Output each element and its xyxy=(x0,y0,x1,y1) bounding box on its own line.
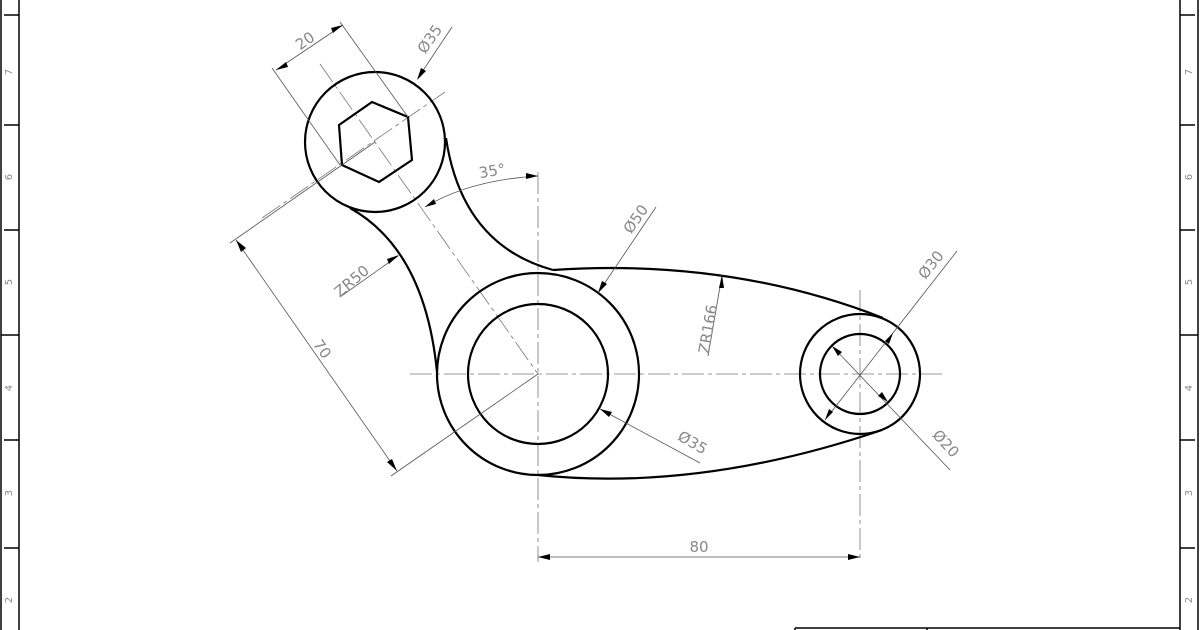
dim-70: 70 xyxy=(309,336,335,362)
zone-label: 3 xyxy=(4,490,15,496)
dim-80: 80 xyxy=(689,538,708,556)
dim-link-radius: ZR50 xyxy=(331,261,373,300)
zone-label: 6 xyxy=(4,174,15,180)
dim-arm-radius: ZR166 xyxy=(695,303,721,355)
dim-20: 20 xyxy=(292,28,318,54)
link-right-edge xyxy=(444,137,554,272)
zone-label: 4 xyxy=(1184,385,1195,391)
arm-bottom-edge xyxy=(537,428,883,480)
zone-label: 5 xyxy=(1184,279,1195,285)
top-boss-outer xyxy=(303,70,447,214)
right-boss-outer xyxy=(798,312,922,436)
dim-angle-35: 35° xyxy=(477,160,506,182)
zone-label: 7 xyxy=(4,69,15,75)
zone-labels-right: 7 6 5 4 3 2 xyxy=(1184,69,1195,603)
zone-label: 2 xyxy=(1184,597,1195,603)
zone-label: 4 xyxy=(4,385,15,391)
centerlines xyxy=(261,63,945,562)
part-outline xyxy=(303,70,922,480)
zone-label: 5 xyxy=(4,279,15,285)
hexagon-socket xyxy=(337,100,414,184)
zone-label: 3 xyxy=(1184,490,1195,496)
arm-top-edge xyxy=(552,266,884,320)
zone-label: 7 xyxy=(1184,69,1195,75)
zone-label: 6 xyxy=(1184,174,1195,180)
link-left-edge xyxy=(349,207,439,373)
main-bore xyxy=(466,302,610,446)
dim-right-bore-diameter: Ø20 xyxy=(929,426,963,461)
dim-right-boss-diameter: Ø30 xyxy=(914,247,947,282)
dim-main-boss-diameter: Ø50 xyxy=(620,201,652,237)
zone-label: 2 xyxy=(4,597,15,603)
right-bore xyxy=(818,332,902,416)
dim-main-bore-diameter: Ø35 xyxy=(675,427,711,458)
zone-labels-left: 7 6 5 4 3 2 xyxy=(4,69,15,603)
dim-top-boss-diameter: Ø35 xyxy=(414,21,446,57)
